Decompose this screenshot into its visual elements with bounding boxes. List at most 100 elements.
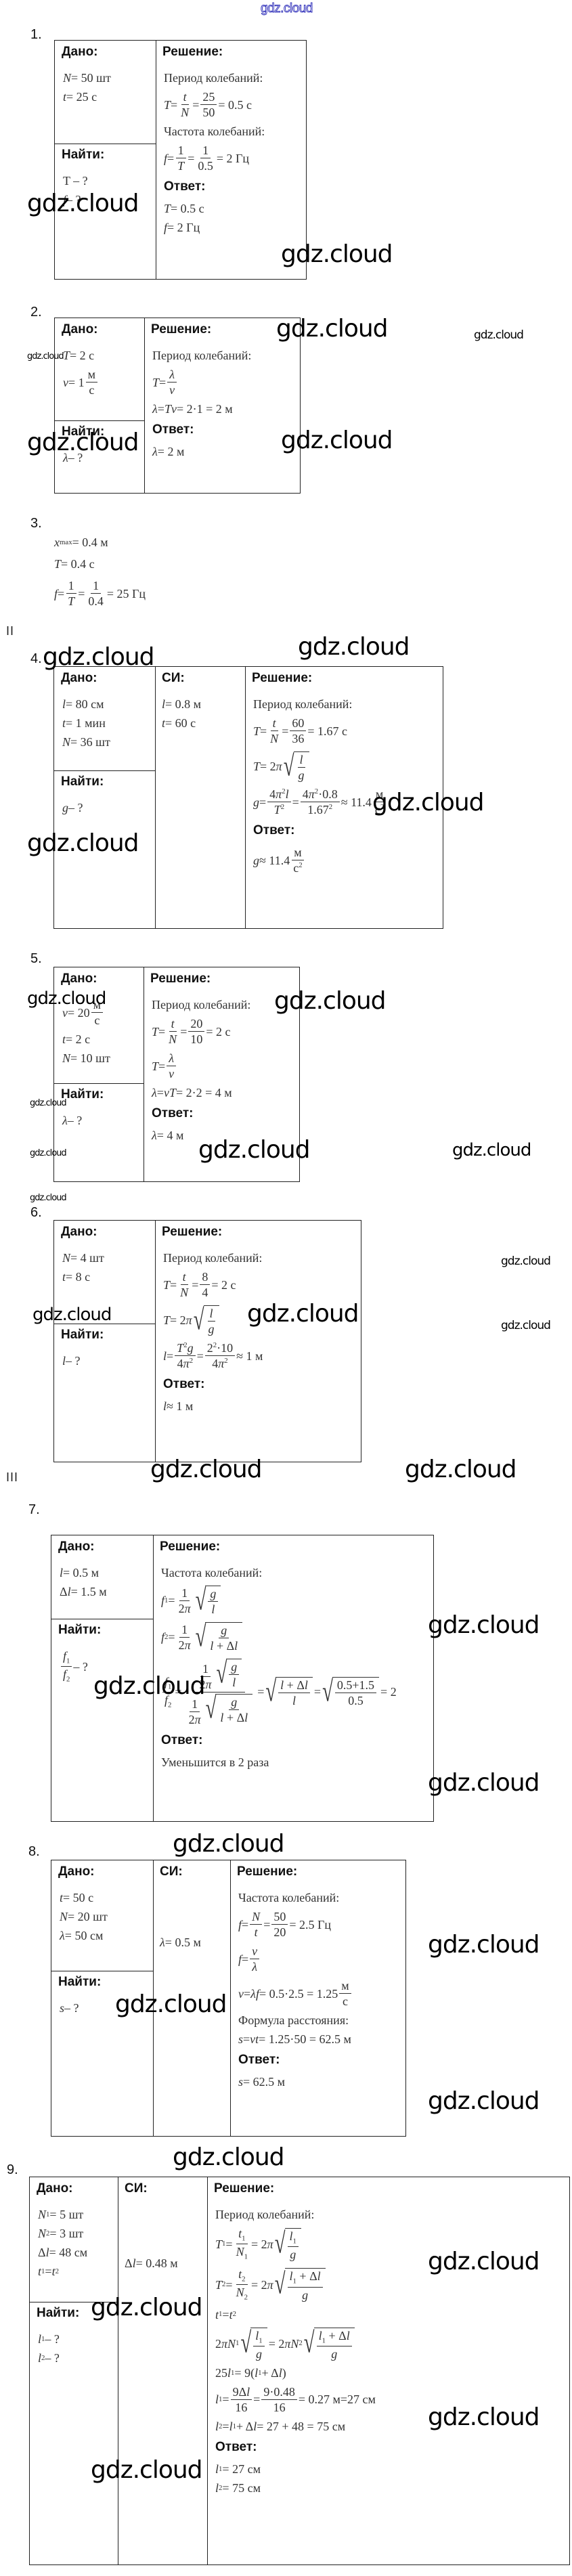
- formula-variable: t: [238, 2227, 242, 2240]
- formula-subscript: 1: [66, 1657, 70, 1665]
- formula-text: =: [222, 2307, 229, 2321]
- formula-text: = 4 м: [156, 1129, 184, 1142]
- formula-text: с: [342, 1994, 348, 2008]
- find-values: λ – ?: [63, 452, 83, 471]
- formula-superscript: 2: [189, 1357, 194, 1365]
- formula-text: =: [259, 795, 267, 809]
- given-header: Дано:: [58, 1540, 95, 1554]
- formula-line: Уменьшится в 2 раза: [161, 1756, 397, 1768]
- formula-superscript: 2: [282, 787, 286, 795]
- site-header-logo[interactable]: gdz.cloud: [261, 1, 313, 16]
- formula-line: l ≈ 1 м: [163, 1400, 263, 1412]
- formula-text: = 2 с: [70, 349, 95, 362]
- given-find-divider: [54, 770, 155, 771]
- formula-subscript: 1: [322, 2336, 326, 2345]
- formula-text: м: [93, 998, 102, 1011]
- formula-line: N = 10 шт: [62, 1052, 110, 1064]
- watermark: gdz.cloud: [274, 987, 387, 1015]
- fraction-denominator: λ: [250, 1959, 259, 1973]
- formula-variable: l: [211, 1602, 215, 1616]
- formula-variable: s: [238, 2075, 244, 2089]
- fraction-denominator: 0.5: [346, 1693, 366, 1707]
- formula-variable: t: [162, 716, 166, 730]
- formula-line: Период колебаний:: [163, 1252, 263, 1264]
- given-find-divider: [55, 420, 144, 421]
- watermark: gdz.cloud: [30, 1098, 67, 1108]
- formula-variable: l: [45, 2246, 49, 2259]
- fraction-denominator: N1: [234, 2244, 250, 2261]
- formula-variable: N: [62, 1051, 71, 1065]
- formula-text: Δ: [60, 1585, 68, 1598]
- column-divider: [245, 667, 246, 928]
- problem-number: 8.: [28, 1844, 40, 1859]
- formula-line: T = 0.5 с: [164, 202, 265, 215]
- formula-variable: l: [162, 697, 166, 711]
- fraction-numerator: 25: [200, 91, 217, 105]
- formula-variable: λ: [169, 1051, 175, 1065]
- formula-text: ·10: [217, 1341, 234, 1355]
- formula-variable: T: [163, 1278, 171, 1292]
- radical-sign-icon: √: [240, 2327, 252, 2360]
- formula-text: Частота колебаний:: [238, 1891, 340, 1904]
- fraction-numerator: v: [250, 1945, 260, 1959]
- fraction-numerator: 1: [190, 1698, 200, 1712]
- formula-text: =: [170, 1278, 177, 1292]
- formula-variable: g: [253, 795, 259, 809]
- column-divider: [230, 1860, 231, 2136]
- watermark: gdz.cloud: [91, 2294, 203, 2321]
- formula-variable: l: [318, 2328, 322, 2342]
- formula-variable: l: [67, 1585, 71, 1598]
- formula-text: + Δ: [296, 2269, 317, 2284]
- formula-text: =: [243, 2032, 250, 2046]
- formula-text: с: [374, 803, 380, 816]
- column-divider: [155, 667, 156, 928]
- formula-variable: λ: [169, 368, 175, 381]
- find-values: λ – ?: [62, 1114, 82, 1133]
- formula-variable: v: [238, 1986, 244, 2001]
- find-header: Найти:: [37, 2306, 80, 2320]
- fraction-denominator: 10: [188, 1032, 204, 1045]
- formula-variable: l: [255, 2365, 259, 2380]
- formula-text: =: [157, 402, 164, 416]
- formula-text: 50: [273, 1910, 286, 1923]
- formula-subscript: 2: [299, 2339, 303, 2348]
- formula-line: N = 20 шт: [60, 1911, 108, 1923]
- formula-text: 20: [273, 1925, 286, 1939]
- formula-line: Период колебаний:: [164, 72, 265, 84]
- formula-subscript: 1: [46, 2210, 50, 2219]
- answer-header: Ответ:: [238, 2053, 280, 2067]
- formula-text: 0.5+1.5: [336, 1678, 375, 1693]
- watermark: gdz.cloud: [150, 1456, 263, 1483]
- formula-text: 1: [192, 1697, 198, 1711]
- fraction-denominator: l + Δl: [218, 1710, 250, 1724]
- formula-variable: f: [238, 1917, 242, 1931]
- formula-variable: l: [132, 2256, 136, 2270]
- radical-sign-icon: √: [283, 749, 294, 783]
- fraction-denominator: N2: [234, 2285, 250, 2301]
- formula-subscript: 1: [236, 2339, 240, 2348]
- formula-text: + Δ: [261, 2365, 279, 2380]
- formula-text: =: [244, 1986, 251, 2001]
- formula-variable: l: [215, 2462, 219, 2476]
- formula-text: Формула расстояния:: [238, 2013, 349, 2027]
- formula-variable: π: [183, 1357, 190, 1370]
- fraction-denominator: T2: [272, 802, 286, 816]
- formula-text: T – ?: [63, 174, 88, 188]
